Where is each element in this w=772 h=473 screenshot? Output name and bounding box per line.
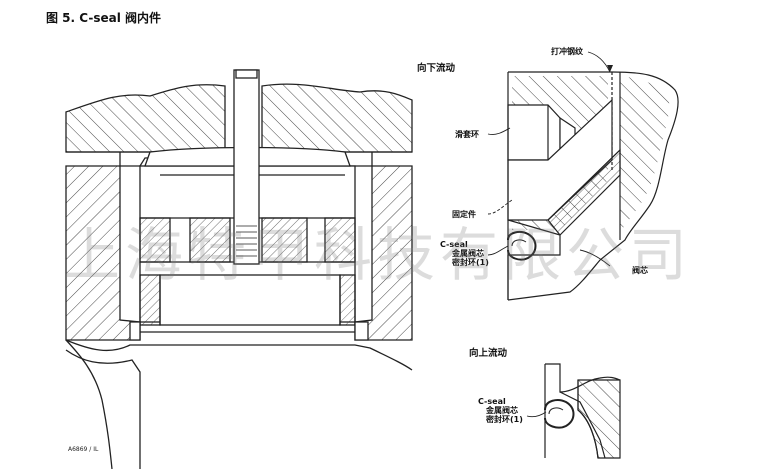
bonnet	[65, 84, 226, 153]
lower-body	[545, 363, 621, 393]
seat-left	[129, 321, 141, 341]
plug-lower	[159, 274, 341, 326]
figure-code: A6869 / IL	[68, 446, 99, 453]
leader-cseal-up	[487, 245, 509, 256]
detail-right-hatch	[620, 76, 670, 232]
body-lower	[65, 339, 413, 371]
label-cseal-lower-3: 密封环(1)	[486, 415, 523, 424]
lower-body-hatch	[577, 379, 621, 459]
label-cseal-upper-1: C-seal	[440, 240, 468, 249]
label-cseal-lower-2: 金属阀芯	[486, 406, 518, 415]
stem-thread	[236, 225, 257, 257]
bonnet-right	[261, 83, 413, 153]
lower-detail	[544, 363, 621, 459]
label-cseal-lower-1: C-seal	[478, 397, 506, 406]
cage-band-right	[324, 217, 356, 263]
main-valve-section	[65, 69, 413, 470]
label-backup-ring: 滑套环	[455, 130, 479, 139]
punch-arrow	[607, 65, 613, 72]
cage-band-left	[139, 217, 171, 263]
lower-plug-edge	[559, 391, 606, 459]
body-right	[354, 165, 413, 341]
label-cseal-upper-2: 金属阀芯	[452, 249, 484, 258]
body-left-curve	[65, 339, 113, 470]
leader-cseal-low	[526, 411, 547, 418]
cage-band-mid-r	[261, 217, 308, 263]
label-retainer: 固定件	[452, 210, 476, 219]
retainer-hatch	[547, 148, 621, 236]
leader-plug	[579, 249, 611, 267]
plug-lower-side-l	[139, 274, 161, 326]
backup-ring	[507, 104, 561, 161]
lower-body-right	[577, 380, 599, 459]
cseal-upper-ring	[507, 231, 537, 261]
label-flow-down: 向下流动	[417, 63, 456, 74]
label-flow-up: 向上流动	[469, 348, 508, 359]
cseal-lower-ring	[544, 399, 575, 429]
leader-lines	[487, 51, 611, 418]
body-left	[65, 165, 141, 341]
label-punch-mark: 打冲钢纹	[551, 47, 583, 56]
detail-body	[507, 71, 679, 301]
upper-detail	[507, 71, 679, 301]
stem	[233, 69, 260, 265]
leader-backup	[487, 127, 511, 135]
figure-title: 图 5. C-seal 阀内件	[46, 11, 161, 25]
label-plug: 阀芯	[632, 266, 648, 275]
leader-retainer	[487, 199, 513, 215]
label-cseal-upper-3: 密封环(1)	[452, 258, 489, 267]
detail-step	[507, 219, 561, 256]
stem-top	[235, 69, 258, 79]
cage-band-mid-l	[189, 217, 231, 263]
seat-right	[354, 321, 369, 341]
body-lower-2	[65, 349, 141, 469]
leader-punch	[587, 51, 611, 73]
plug-lower-side-r	[339, 274, 356, 326]
